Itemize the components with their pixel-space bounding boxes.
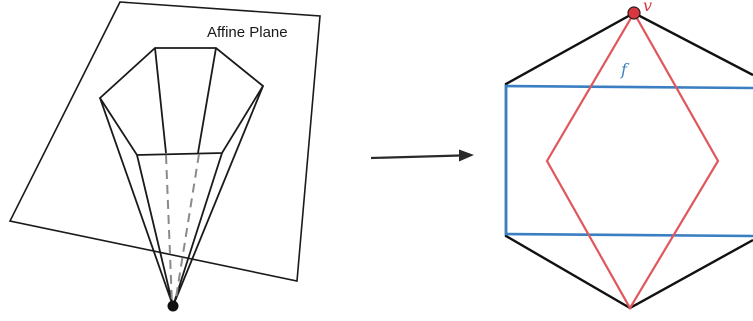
affine-plane [8, 1, 321, 282]
vertex-v-point [627, 6, 641, 20]
face-f-label: f [620, 60, 630, 79]
cone-edge [154, 47, 167, 154]
red-rhombus [545, 10, 720, 311]
mapping-arrow [370, 149, 474, 162]
cone-edges [99, 47, 264, 307]
arrow-shaft [370, 154, 461, 160]
cone-edge [99, 97, 174, 307]
vertex-v-label: v [643, 0, 652, 15]
hidden-cone-edges [165, 153, 200, 305]
hexagon-cross-section [98, 47, 265, 156]
cone-edge [197, 47, 217, 154]
hidden-edge [165, 154, 173, 305]
cone-edge [172, 85, 264, 307]
arrow-head [459, 149, 474, 162]
right-panel: v f [504, 0, 753, 311]
cone-edge [136, 154, 174, 307]
hexagon-outline [504, 11, 753, 310]
left-panel: Affine Plane [8, 1, 321, 312]
affine-plane-label: Affine Plane [207, 24, 288, 41]
blue-face-f [504, 84, 753, 238]
cone-edge [172, 152, 223, 307]
hidden-edge [174, 153, 200, 305]
cone-apex-point [167, 300, 179, 312]
